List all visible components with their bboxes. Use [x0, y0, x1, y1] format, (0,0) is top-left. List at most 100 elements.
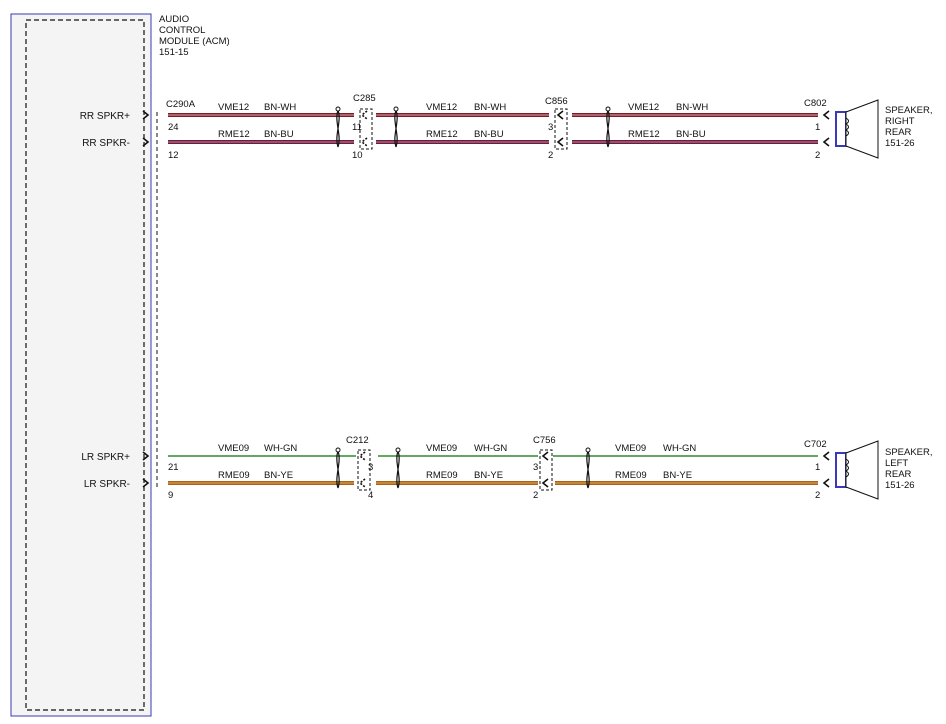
rr-neg-color-1: BN-BU [264, 129, 294, 140]
rr-pos-arrow-2 [556, 110, 564, 120]
lr-neg-circuit-3: RME09 [615, 470, 647, 481]
lr-acm-neg-arrow [142, 478, 150, 488]
lr-pos-acm-pin: 21 [168, 462, 179, 473]
rr-pos-circuit-1: VME12 [218, 102, 249, 113]
lr-speaker-coil [845, 458, 849, 478]
lr-pos-pin-2: 3 [533, 462, 538, 473]
lr-speaker-magnet [835, 452, 847, 488]
lr-spkr-neg-label: LR SPKR- [84, 479, 130, 490]
rr-twisted-pair-1-cap [335, 106, 341, 112]
rr-neg-arrow-3 [822, 137, 830, 147]
lr-twisted-pair-2-cap [395, 447, 401, 453]
lr-connector-2: C756 [533, 435, 556, 446]
lr-neg-acm-pin: 9 [168, 490, 173, 501]
lr-pos-arrow-1 [358, 451, 366, 461]
lr-spkr-pos-label: LR SPKR+ [81, 452, 130, 463]
acm-connector-label: C290A [166, 99, 196, 110]
lr-pos-color-2: WH-GN [474, 443, 507, 454]
lr-neg-circuit-2: RME09 [426, 470, 458, 481]
rr-speaker-magnet [835, 111, 847, 147]
rr-pos-pin-3: 1 [815, 122, 820, 133]
rr-twisted-pair-2 [394, 109, 398, 148]
lr-neg-circuit-1: RME09 [218, 470, 250, 481]
lr-neg-arrow-3 [822, 478, 830, 488]
rr-pos-pin-1: 11 [352, 122, 362, 133]
lr-pos-color-1: WH-GN [264, 443, 297, 454]
module-outline [10, 13, 152, 717]
rr-pos-arrow-3 [822, 110, 830, 120]
lr-speaker-cone [845, 440, 879, 500]
lr-twisted-pair-1-cap [335, 447, 341, 453]
rr-twisted-pair-1 [336, 109, 340, 148]
module-title-line-2: CONTROL [159, 25, 205, 36]
rr-neg-circuit-1: RME12 [218, 129, 250, 140]
lr-speaker-line-1: SPEAKER, [885, 447, 933, 458]
rr-connector-3: C802 [804, 98, 827, 109]
module-title-line-3: MODULE (ACM) [159, 36, 230, 47]
lr-acm-pos-arrow [142, 451, 150, 461]
lr-connector-1-shell [357, 449, 371, 491]
rr-neg-arrow-1 [360, 137, 368, 147]
rr-neg-circuit-2: RME12 [426, 129, 458, 140]
left-rear-circuit: LR SPKR+ LR SPKR- 21 9 VME09 WH-GN RME09… [81, 435, 932, 501]
rr-neg-pin-2: 2 [548, 150, 553, 161]
rr-speaker-coil [845, 117, 849, 137]
lr-pos-circuit-1: VME09 [218, 443, 249, 454]
rr-pos-circuit-3: VME12 [628, 102, 659, 113]
lr-speaker-line-3: REAR [885, 469, 912, 480]
rr-pos-circuit-2: VME12 [426, 102, 457, 113]
lr-speaker-line-2: LEFT [885, 458, 908, 469]
rr-spkr-pos-label: RR SPKR+ [80, 111, 130, 122]
lr-neg-pin-2: 2 [533, 490, 538, 501]
rr-neg-pin-1: 10 [352, 150, 363, 161]
lr-neg-color-2: BN-YE [474, 470, 503, 481]
rr-twisted-pair-2-cap [393, 106, 399, 112]
rr-acm-pos-arrow [142, 110, 150, 120]
rr-pos-acm-pin: 24 [168, 122, 179, 133]
rr-speaker-line-3: REAR [885, 127, 912, 138]
rr-speaker [835, 99, 879, 159]
lr-neg-pin-1: 4 [368, 490, 373, 501]
lr-pos-color-3: WH-GN [663, 443, 696, 454]
rr-neg-color-3: BN-BU [676, 129, 706, 140]
rr-neg-arrow-2 [556, 137, 564, 147]
lr-twisted-pair-3 [586, 450, 590, 489]
rr-pos-color-1: BN-WH [264, 102, 296, 113]
lr-speaker-line-4: 151-26 [885, 480, 915, 491]
rr-twisted-pair-3-cap [605, 106, 611, 112]
lr-pos-arrow-3 [822, 451, 830, 461]
lr-neg-pin-3: 2 [815, 490, 820, 501]
lr-neg-color-1: BN-YE [264, 470, 293, 481]
module-dashed-outline [25, 19, 145, 711]
lr-connector-2-shell [539, 449, 553, 491]
module-title-line-4: 151-15 [159, 47, 189, 58]
rr-speaker-line-4: 151-26 [885, 138, 915, 149]
rr-pos-color-3: BN-WH [676, 102, 708, 113]
rr-spkr-neg-label: RR SPKR- [82, 138, 130, 149]
rr-connector-1: C285 [353, 93, 376, 104]
lr-twisted-pair-1 [336, 450, 340, 489]
lr-twisted-pair-2 [396, 450, 400, 489]
rr-neg-acm-pin: 12 [168, 150, 179, 161]
rr-neg-pin-3: 2 [815, 150, 820, 161]
lr-pos-pin-1: 3 [368, 462, 373, 473]
right-rear-circuit: RR SPKR+ RR SPKR- 24 12 VME12 BN-WH RME1… [80, 93, 933, 161]
lr-neg-color-3: BN-YE [663, 470, 692, 481]
audio-control-module: AUDIO CONTROL MODULE (ACM) 151-15 C290A [10, 13, 230, 717]
lr-pos-circuit-2: VME09 [426, 443, 457, 454]
rr-connector-2-shell [554, 108, 568, 150]
wire-markers [142, 106, 830, 489]
rr-twisted-pair-3 [606, 109, 610, 148]
lr-pos-arrow-2 [541, 451, 549, 461]
rr-neg-color-2: BN-BU [474, 129, 504, 140]
lr-twisted-pair-3-cap [585, 447, 591, 453]
rr-pos-pin-2: 3 [548, 122, 553, 133]
lr-pos-circuit-3: VME09 [615, 443, 646, 454]
lr-pos-pin-3: 1 [815, 462, 820, 473]
lr-connector-3: C702 [804, 439, 827, 450]
rr-connector-2: C856 [545, 96, 568, 107]
rr-speaker-line-2: RIGHT [885, 116, 915, 127]
rr-speaker-cone [845, 99, 879, 159]
rr-speaker-line-1: SPEAKER, [885, 105, 933, 116]
